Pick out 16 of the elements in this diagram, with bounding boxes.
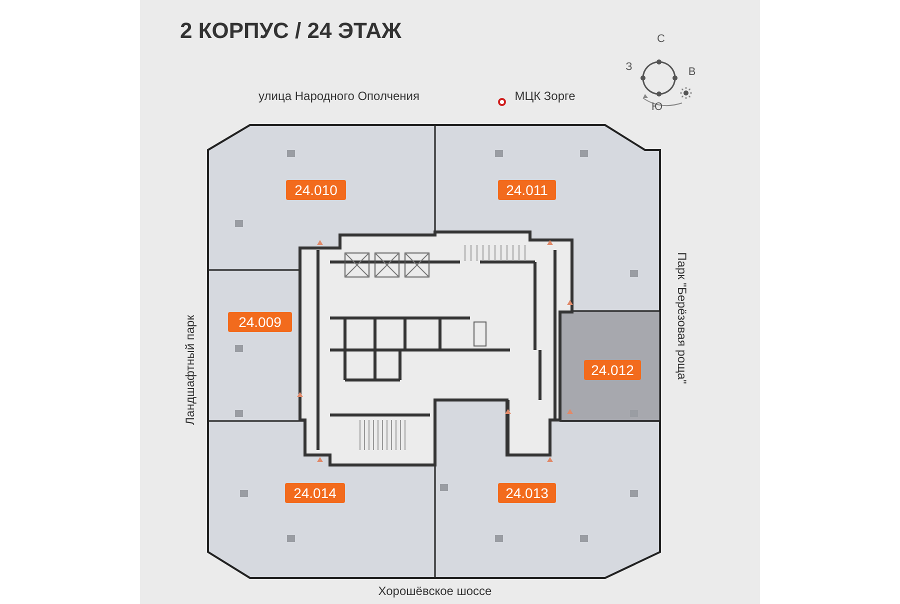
- unit-number-badge: 24.009: [228, 312, 292, 332]
- unit-number-badge: 24.013: [498, 483, 556, 503]
- unit-number-badge: 24.012: [584, 360, 641, 380]
- compass-letter: Ю: [651, 100, 663, 114]
- title: 2 КОРПУС / 24 ЭТАЖ: [180, 17, 402, 45]
- compass-letter: С: [657, 32, 665, 46]
- unit-number-badge: 24.014: [285, 483, 345, 503]
- compass-letter: З: [626, 60, 632, 74]
- street-label: улица Народного Ополчения: [258, 89, 420, 103]
- park-label: Парк "Берёзовая роща": [675, 252, 689, 384]
- unit-number-badge: 24.011: [498, 180, 556, 200]
- street-label: Хорошёвское шоссе: [378, 584, 492, 598]
- compass-letter: В: [688, 65, 696, 79]
- park-label: Ландшафтный парк: [183, 315, 197, 425]
- station-label: МЦК Зорге: [514, 89, 576, 103]
- unit-number-badge: 24.010: [286, 180, 346, 200]
